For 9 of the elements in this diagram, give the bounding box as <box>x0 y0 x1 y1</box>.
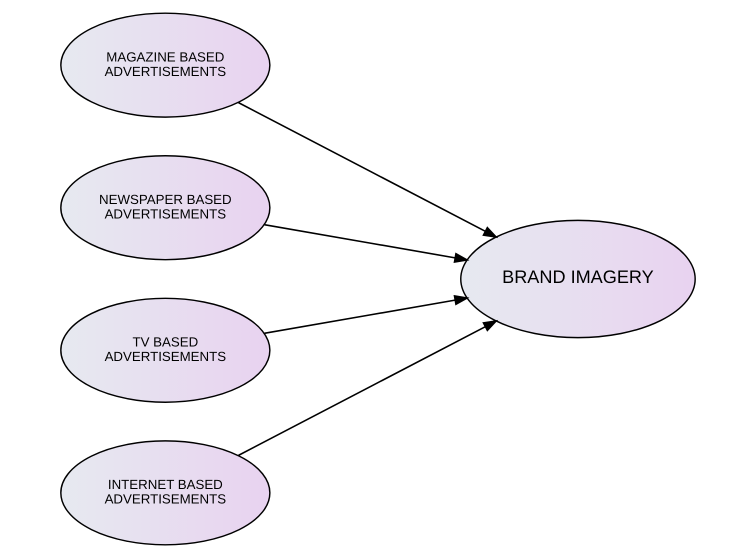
arrow <box>264 295 469 334</box>
node-ellipse: TV BASED ADVERTISEMENTS <box>60 298 270 403</box>
node-ellipse: INTERNET BASED ADVERTISEMENTS <box>60 440 270 546</box>
arrow <box>238 102 498 238</box>
node-ellipse: MAGAZINE BASED ADVERTISEMENTS <box>60 12 270 118</box>
arrow <box>238 320 498 456</box>
node-ellipse: NEWSPAPER BASED ADVERTISEMENTS <box>60 155 270 260</box>
arrow <box>264 224 469 263</box>
node-ellipse: BRAND IMAGERY <box>460 220 696 338</box>
